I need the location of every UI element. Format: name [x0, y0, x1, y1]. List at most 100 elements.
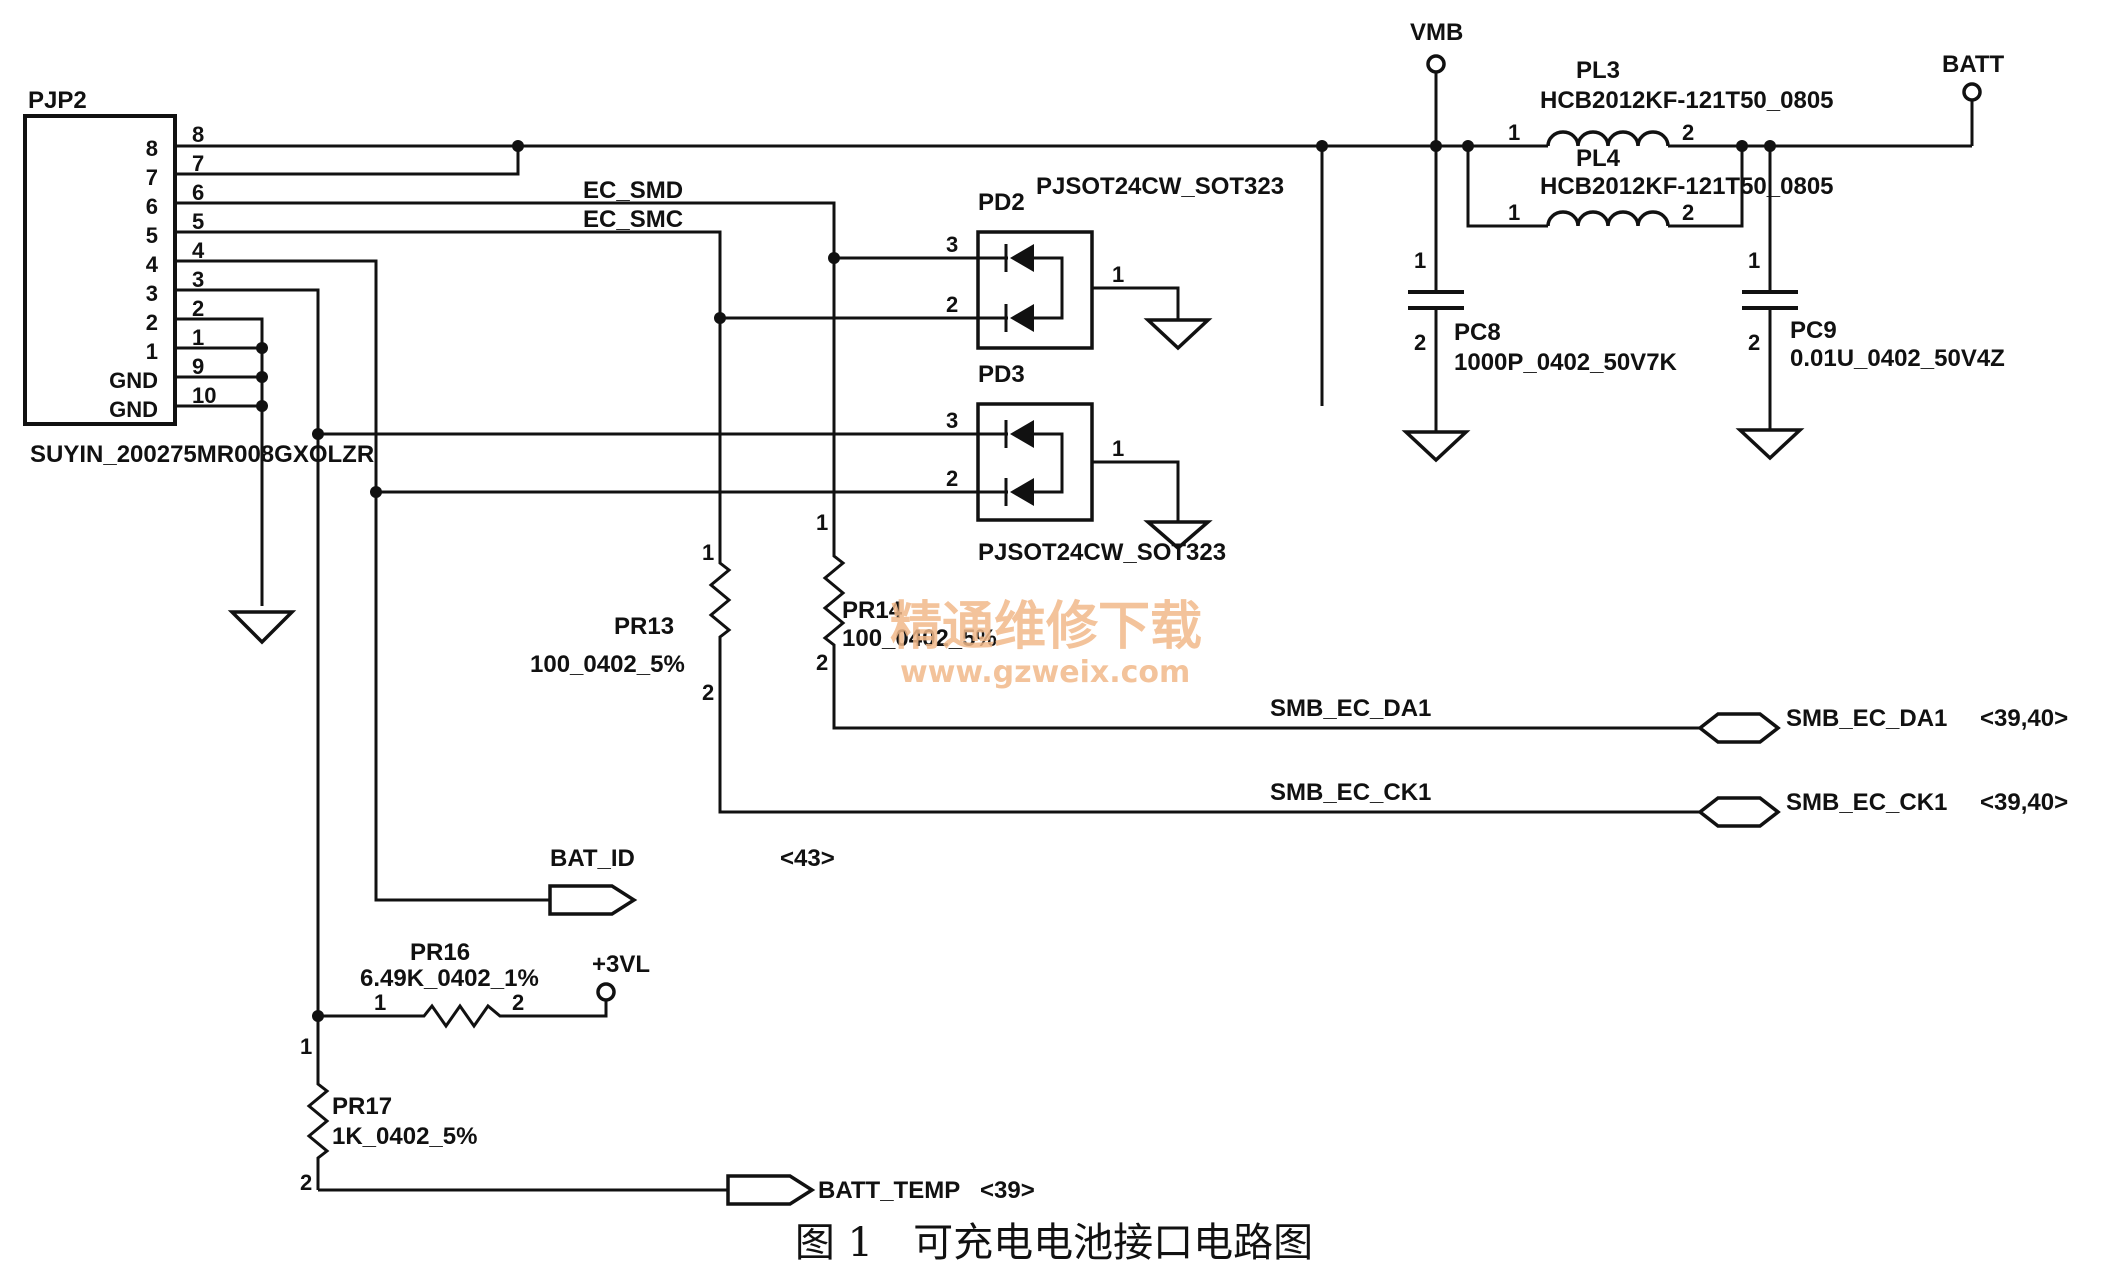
wire-pin3-batt-temp — [175, 288, 320, 1076]
pin-label-gnd-9: GND — [109, 368, 158, 393]
wire-pin6-ec-smd — [175, 201, 1700, 730]
pd2-pin1-wire — [1092, 286, 1180, 320]
pl3-pin2: 2 — [1682, 120, 1694, 145]
wire-pin4-bat-id — [175, 259, 550, 902]
pd3-part: PJSOT24CW_SOT323 — [978, 539, 1226, 566]
pr17-pin1: 1 — [300, 1034, 312, 1059]
pc9-ref: PC9 — [1790, 317, 1837, 344]
pd3-body — [976, 402, 1094, 522]
power-port-3vl — [596, 982, 616, 1002]
offpage-ref-bat-id: <43> — [780, 845, 835, 872]
pd3-pin2-number: 2 — [946, 466, 958, 491]
pc9-pin1: 1 — [1748, 248, 1760, 273]
bat-id-net: BAT_ID <43> — [548, 845, 835, 916]
connector-wires — [175, 140, 1700, 1076]
pr17-ref: PR17 — [332, 1093, 392, 1120]
pd3-diode-lower — [1010, 478, 1034, 506]
pr14-pin2: 2 — [816, 650, 828, 675]
offpage-connector-bat-id — [548, 884, 638, 916]
offpage-label-smb-da1: SMB_EC_DA1 — [1786, 705, 1947, 732]
junction-pr16 — [312, 1010, 324, 1022]
pr14-pin1: 1 — [816, 510, 828, 535]
net-label-3vl: +3VL — [592, 951, 650, 978]
junction-pd3-pin2 — [370, 486, 382, 498]
watermark: 精通维修下载 www.gzweix.com — [890, 597, 1202, 690]
ground-symbol-pd2 — [1143, 318, 1213, 351]
pl3-ref: PL3 — [1576, 57, 1620, 84]
net-label-smb-da1: SMB_EC_DA1 — [1270, 695, 1431, 722]
pd3-pin1-number: 1 — [1112, 436, 1124, 461]
pd2-part: PJSOT24CW_SOT323 — [1036, 173, 1284, 200]
pd2-diode-lower — [1010, 304, 1034, 332]
junction-gnd-2 — [256, 371, 268, 383]
pin-number-1: 1 — [192, 325, 204, 350]
offpage-ref-smb-da1: <39,40> — [1980, 705, 2068, 732]
pd2-body — [976, 230, 1094, 350]
batt-temp-net: BATT_TEMP <39> — [318, 1174, 1035, 1206]
junction-pd3-pin3 — [312, 428, 324, 440]
power-section: VMB 1 2 PC8 1000P_0402_50V7K PL3 HCB2012… — [1316, 19, 2005, 463]
pr16-body — [318, 1000, 608, 1029]
net-label-vmb: VMB — [1410, 19, 1463, 46]
pl3-pin1: 1 — [1508, 120, 1520, 145]
pin-number-2: 2 — [192, 296, 204, 321]
net-label-ec-smc: EC_SMC — [583, 206, 683, 233]
pl4-part: HCB2012KF-121T50_0805 — [1540, 173, 1834, 200]
junction-pd2-pin3 — [828, 252, 840, 264]
ground-symbol-connector — [227, 610, 297, 645]
pr16-pin2: 2 — [512, 990, 524, 1015]
pr14-value: 100_0402_5% — [842, 625, 997, 652]
junction-gnd-1 — [256, 342, 268, 354]
pl4-ref: PL4 — [1576, 145, 1621, 172]
wire-pl4-left — [1466, 146, 1548, 228]
pin-label-1: 1 — [146, 339, 158, 364]
junction-vmb-stub — [1316, 140, 1328, 152]
offpage-label-smb-ck1: SMB_EC_CK1 — [1786, 789, 1947, 816]
pr13-value: 100_0402_5% — [530, 651, 685, 678]
pl3-coil — [1546, 130, 1670, 147]
wire-gnd-bus — [175, 317, 264, 606]
pr13-pin1: 1 — [702, 540, 714, 565]
diode-array-pd2: PD2 PJSOT24CW_SOT323 3 2 1 — [714, 173, 1284, 351]
pin-label-5: 5 — [146, 223, 158, 248]
pd2-common — [1034, 256, 1064, 320]
pr17-value: 1K_0402_5% — [332, 1123, 477, 1150]
offpage-ref-smb-ck1: <39,40> — [1980, 789, 2068, 816]
junction-gnd-3 — [256, 400, 268, 412]
pr17-body — [306, 1076, 330, 1190]
figure-caption: 图 1 可充电电池接口电路图 — [795, 1220, 1313, 1266]
pin-number-4: 4 — [192, 238, 205, 263]
smb-data-net: SMB_EC_DA1 SMB_EC_DA1 <39,40> — [1270, 695, 2068, 744]
pl3-part: HCB2012KF-121T50_0805 — [1540, 87, 1834, 114]
ground-symbol-pc8 — [1401, 430, 1471, 463]
connector-body — [23, 114, 177, 426]
pr16-pin1: 1 — [374, 990, 386, 1015]
watermark-url: www.gzweix.com — [900, 655, 1190, 690]
offpage-connector-smb-ck1 — [1697, 796, 1781, 828]
pr16-ref: PR16 — [410, 939, 470, 966]
pc9-pin2: 2 — [1748, 330, 1760, 355]
connector-pjp2: PJP2 SUYIN_200275MR008GXOLZR 8 7 6 5 4 3… — [23, 87, 374, 468]
pd2-ref: PD2 — [978, 189, 1025, 216]
resistor-pr16: PR16 6.49K_0402_1% 1 2 +3VL — [312, 939, 650, 1029]
wire-pin5-ec-smc — [175, 230, 1700, 814]
power-port-vmb — [1426, 54, 1446, 74]
pin-label-4: 4 — [146, 252, 159, 277]
pr13-ref: PR13 — [614, 613, 674, 640]
pr16-value: 6.49K_0402_1% — [360, 965, 539, 992]
pin-label-7: 7 — [146, 165, 158, 190]
pin-number-10: 10 — [192, 383, 216, 408]
connector-part: SUYIN_200275MR008GXOLZR — [30, 441, 374, 468]
offpage-label-batt-temp: BATT_TEMP — [818, 1177, 960, 1204]
net-label-smb-ck1: SMB_EC_CK1 — [1270, 779, 1431, 806]
watermark-text: 精通维修下载 — [890, 597, 1202, 657]
resistor-pr14: PR14 100_0402_5% 1 2 — [816, 510, 997, 675]
pl4-coil — [1546, 210, 1670, 227]
pin-number-8: 8 — [192, 122, 204, 147]
junction-pd2-pin2 — [714, 312, 726, 324]
pd2-pin1-number: 1 — [1112, 262, 1124, 287]
pd3-ref: PD3 — [978, 361, 1025, 388]
net-label-batt: BATT — [1942, 51, 2005, 78]
pin-label-6: 6 — [146, 194, 158, 219]
pl4-pin1: 1 — [1508, 200, 1520, 225]
